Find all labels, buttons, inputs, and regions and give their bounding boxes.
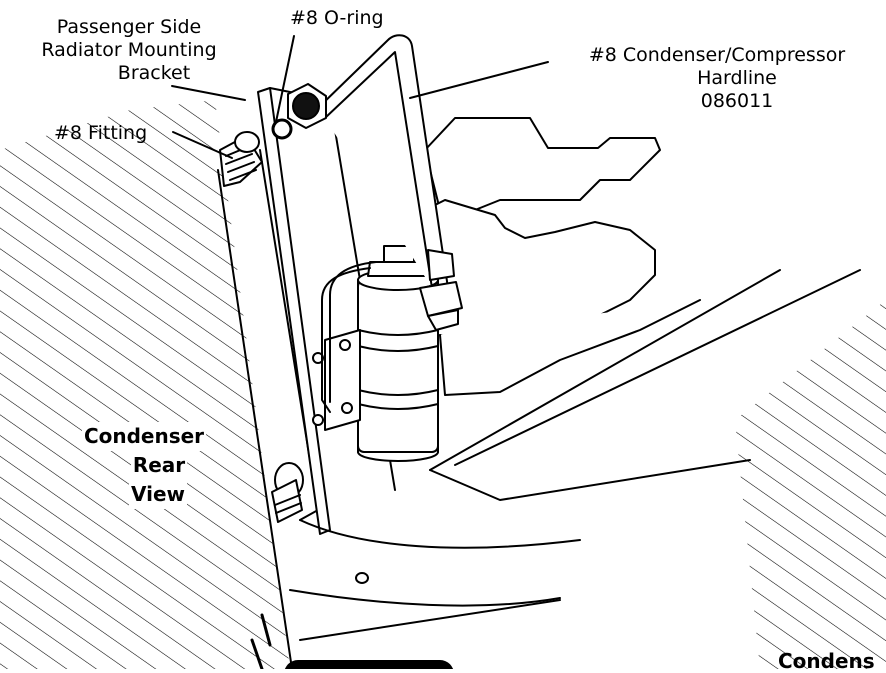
leader-fitting [172,131,233,159]
condenser-rear-view-label: Condenser Rear View [68,422,220,509]
condenser-compressor-hardline [317,34,463,331]
condenser-rear-line-2: Rear [130,451,188,480]
drier-bracket [312,329,361,431]
leader-bracket [171,85,246,101]
hardline-label: #8 Condenser/Compressor Hardline 086011 [548,44,886,113]
lower-panel [289,269,861,641]
condenser-rear-line-3: View [128,480,188,509]
condenser-frame-edge [217,169,293,669]
condenser-right-hatch [735,300,886,669]
top-fitting-nut [287,83,327,129]
fitting-label: #8 Fitting [54,122,148,144]
condenser-cut-label: Condens [778,649,875,673]
bracket-label-line-1: Passenger Side [56,16,202,38]
condenser-bolt-marks [250,613,272,669]
bottom-badge [284,660,454,669]
leader-oring [275,35,295,123]
hardline-label-line-2: Hardline [697,67,777,89]
leader-hardline [409,61,549,99]
condenser-fitting [219,131,263,187]
condenser-rear-line-1: Condenser [81,422,207,451]
lower-condenser-fitting [271,462,304,523]
upper-tray [404,117,701,396]
hardline-label-line-1: #8 Condenser/Compressor [588,44,846,66]
condenser-left-hatch [0,100,290,669]
drier-side-line-2 [329,261,377,403]
bracket-label: Passenger Side Radiator Mounting Bracket [0,16,258,85]
bracket-label-line-3: Bracket [117,62,191,84]
o-ring-label: #8 O-ring [290,7,384,29]
receiver-drier [357,245,439,462]
o-ring [271,118,293,140]
drier-side-line [321,267,371,413]
bracket-label-line-2: Radiator Mounting [41,39,217,61]
hardline-label-line-3: 086011 [700,90,774,112]
